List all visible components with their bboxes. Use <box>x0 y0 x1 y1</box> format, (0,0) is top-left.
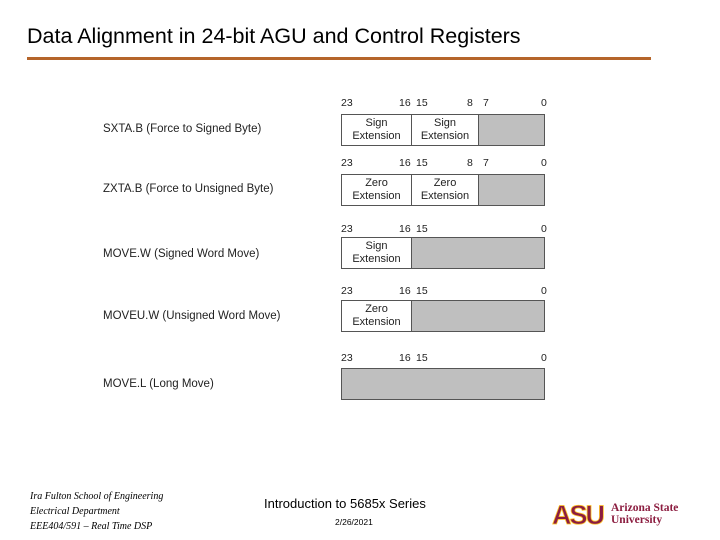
extension-text: Extension <box>352 190 401 202</box>
instruction-label: MOVEU.W (Unsigned Word Move) <box>103 310 281 322</box>
instruction-label: SXTA.B (Force to Signed Byte) <box>103 123 262 135</box>
extension-text: Sign <box>365 240 388 252</box>
bit-number: 15 <box>416 97 428 109</box>
register-box <box>341 368 545 400</box>
bit-number: 8 <box>467 97 473 109</box>
bit-number: 0 <box>541 352 547 364</box>
instruction-label: ZXTA.B (Force to Unsigned Byte) <box>103 183 274 195</box>
instruction-label: MOVE.L (Long Move) <box>103 378 214 390</box>
extension-text: Sign <box>365 117 388 129</box>
bit-number: 23 <box>341 157 353 169</box>
bit-number: 8 <box>467 157 473 169</box>
bit-number: 16 <box>399 97 411 109</box>
bit-number: 7 <box>483 97 489 109</box>
bit-number: 0 <box>541 285 547 297</box>
bit-number: 23 <box>341 223 353 235</box>
bit-number: 15 <box>416 352 428 364</box>
instruction-label: MOVE.W (Signed Word Move) <box>103 248 260 260</box>
department-line: Electrical Department <box>30 506 120 517</box>
footer-date: 2/26/2021 <box>335 517 373 527</box>
slide-title: Data Alignment in 24-bit AGU and Control… <box>27 24 521 48</box>
asu-logo-line2: University <box>611 514 662 526</box>
bit-number: 23 <box>341 285 353 297</box>
asu-logo-line1: Arizona State <box>611 502 678 514</box>
extension-text: Extension <box>352 253 401 265</box>
bit-number: 23 <box>341 352 353 364</box>
asu-logo-mark: ASU <box>552 500 604 528</box>
bit-number: 0 <box>541 157 547 169</box>
course-code-line: EEE404/591 – Real Time DSP <box>30 521 153 532</box>
bit-number: 23 <box>341 97 353 109</box>
extension-text: Zero <box>433 177 457 189</box>
bit-number: 16 <box>399 285 411 297</box>
bit-number: 0 <box>541 97 547 109</box>
bit-number: 16 <box>399 352 411 364</box>
extension-text: Zero <box>365 177 388 189</box>
extension-text: Sign <box>433 117 457 129</box>
bit-number: 16 <box>399 223 411 235</box>
footer-course-title: Introduction to 5685x Series <box>264 496 426 511</box>
extension-text: Extension <box>420 190 470 202</box>
extension-text: Extension <box>420 130 470 142</box>
bit-number: 15 <box>416 223 428 235</box>
extension-text: Extension <box>352 130 401 142</box>
bit-number: 15 <box>416 285 428 297</box>
school-line: Ira Fulton School of Engineering <box>30 491 164 502</box>
extension-text: Zero <box>365 303 388 315</box>
bit-number: 0 <box>541 223 547 235</box>
bit-number: 16 <box>399 157 411 169</box>
bit-number: 7 <box>483 157 489 169</box>
school-info: Ira Fulton School of Engineering Electri… <box>30 489 163 534</box>
title-underline <box>27 57 651 60</box>
extension-text: Extension <box>352 316 401 328</box>
asu-logo: ASU Arizona State University <box>552 500 679 528</box>
bit-number: 15 <box>416 157 428 169</box>
